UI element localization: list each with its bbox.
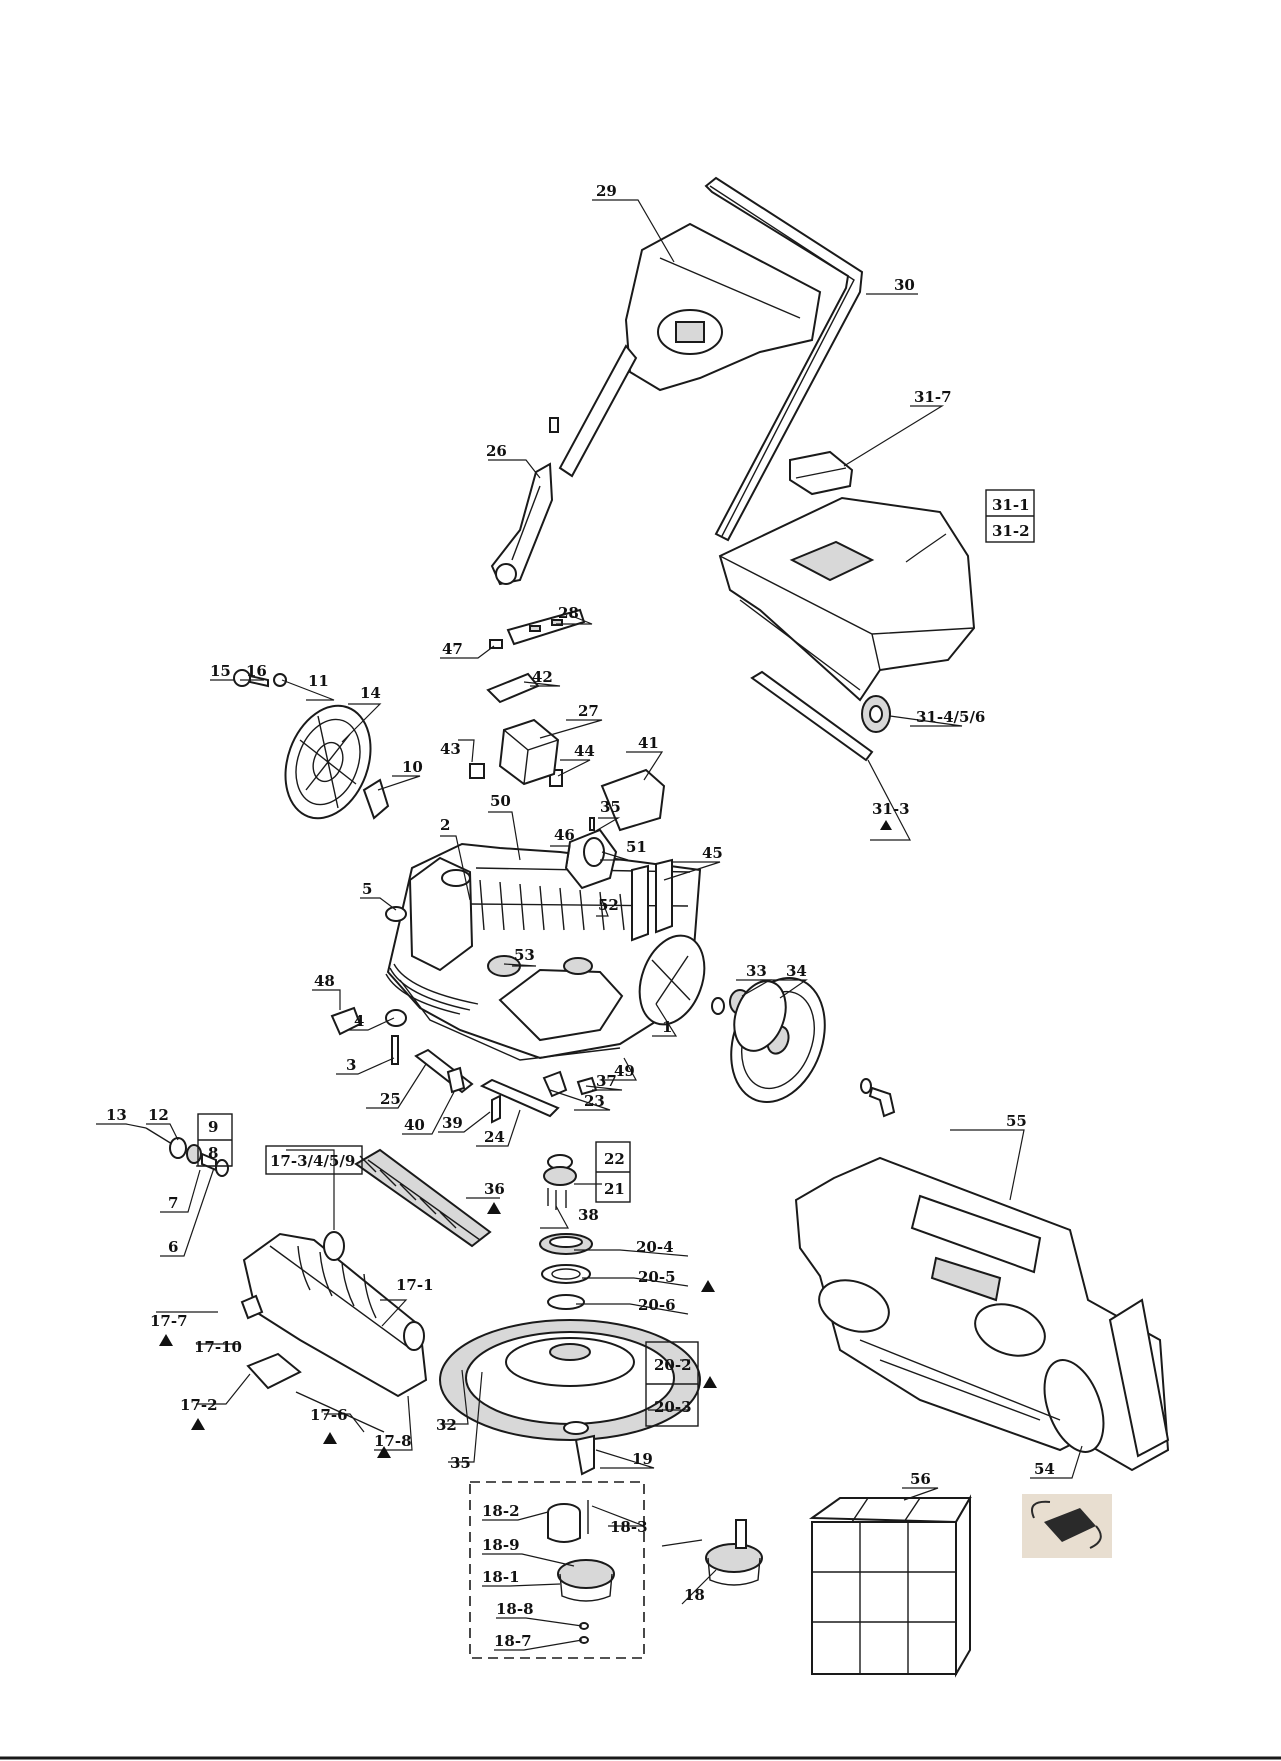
brush-housing-part [242, 1232, 426, 1432]
callout-22: 22 [604, 1150, 625, 1168]
callout-33: 33 [746, 962, 767, 980]
callout-20-3: 20-3 [654, 1398, 692, 1416]
callout-15: 15 [210, 662, 231, 680]
callout-17-7: 17-7 [150, 1312, 188, 1330]
callout-18-7: 18-7 [494, 1632, 532, 1650]
callout-31-2: 31-2 [992, 522, 1030, 540]
callout-24: 24 [484, 1128, 505, 1146]
callout-29: 29 [596, 182, 617, 200]
callout-6: 6 [168, 1238, 178, 1256]
shipping-carton-view [812, 1498, 970, 1674]
callout-1: 1 [662, 1018, 672, 1036]
callout-35-bottom: 35 [450, 1454, 471, 1472]
callout-36: 36 [484, 1180, 505, 1198]
callout-20-4: 20-4 [636, 1238, 674, 1256]
callout-42: 42 [532, 668, 553, 686]
callout-18-8: 18-8 [496, 1600, 534, 1618]
callout-40: 40 [404, 1116, 425, 1134]
charger-photo [1022, 1494, 1112, 1558]
callout-37: 37 [596, 1072, 617, 1090]
callout-4: 4 [354, 1012, 364, 1030]
callout-38: 38 [578, 1206, 599, 1224]
callout-31-3: 31-3 [872, 800, 910, 818]
callout-47: 47 [442, 640, 463, 658]
callout-46: 46 [554, 826, 575, 844]
callout-52: 52 [598, 896, 619, 914]
battery-box-part [500, 720, 558, 784]
callout-3: 3 [346, 1056, 356, 1074]
callout-20-6: 20-6 [638, 1296, 676, 1314]
callout-28: 28 [558, 604, 579, 622]
warning-triangle-icon [191, 1418, 205, 1430]
warning-triangle-icon [159, 1334, 173, 1346]
callout-27: 27 [578, 702, 599, 720]
callout-31-4-5-6: 31-4/5/6 [916, 708, 985, 726]
callout-31-7: 31-7 [914, 388, 952, 406]
callout-17-2: 17-2 [180, 1396, 218, 1414]
callout-50: 50 [490, 792, 511, 810]
callout-10: 10 [402, 758, 423, 776]
callout-7: 7 [168, 1194, 178, 1212]
callout-17-1: 17-1 [396, 1276, 434, 1294]
callout-16: 16 [246, 662, 267, 680]
callout-23: 23 [584, 1092, 605, 1110]
callout-25: 25 [380, 1090, 401, 1108]
callout-17-8: 17-8 [374, 1432, 412, 1450]
callout-18-9: 18-9 [482, 1536, 520, 1554]
link-arm-part [492, 464, 552, 584]
dust-bin-part [720, 498, 974, 700]
callout-26: 26 [486, 442, 507, 460]
callout-17-3-4-5-9: 17-3/4/5/9 [270, 1152, 355, 1170]
callout-18-2: 18-2 [482, 1502, 520, 1520]
callout-18-3: 18-3 [610, 1518, 648, 1536]
callout-35-top: 35 [600, 798, 621, 816]
callout-34: 34 [786, 962, 807, 980]
callout-5: 5 [362, 880, 372, 898]
warning-triangle-icon [701, 1280, 715, 1292]
callout-20-2: 20-2 [654, 1356, 692, 1374]
assembled-machine-view [796, 1158, 1168, 1470]
callout-17-6: 17-6 [310, 1406, 348, 1424]
callout-55: 55 [1006, 1112, 1027, 1130]
callout-14: 14 [360, 684, 381, 702]
callout-17-10: 17-10 [194, 1338, 242, 1356]
callout-18: 18 [684, 1586, 705, 1604]
callout-31-1: 31-1 [992, 496, 1030, 514]
callout-18-1: 18-1 [482, 1568, 520, 1586]
callout-51: 51 [626, 838, 647, 856]
callout-39: 39 [442, 1114, 463, 1132]
callout-12: 12 [148, 1106, 169, 1124]
callout-53: 53 [514, 946, 535, 964]
lever-parts [416, 1050, 596, 1122]
callout-32: 32 [436, 1416, 457, 1434]
warning-triangle-icon [487, 1202, 501, 1214]
seal-rings-part [540, 1234, 592, 1309]
callout-19: 19 [632, 1450, 653, 1468]
side-brush-hub-part [544, 1155, 576, 1210]
callout-2: 2 [440, 816, 450, 834]
right-wheel-part [715, 965, 894, 1116]
callout-41: 41 [638, 734, 659, 752]
bracket-part [790, 452, 852, 494]
warning-triangle-icon [880, 820, 892, 830]
warning-triangle-icon [323, 1432, 337, 1444]
callout-9: 9 [208, 1118, 218, 1136]
callout-8: 8 [208, 1144, 218, 1162]
warning-triangle-icon [703, 1376, 717, 1388]
side-brush-motor-part [364, 780, 388, 818]
bin-wheel-part [862, 696, 890, 732]
callout-30: 30 [894, 276, 915, 294]
callout-43: 43 [440, 740, 461, 758]
callout-44: 44 [574, 742, 595, 760]
callout-54: 54 [1034, 1460, 1055, 1478]
callout-21: 21 [604, 1180, 625, 1198]
callout-13: 13 [106, 1106, 127, 1124]
callout-48: 48 [314, 972, 335, 990]
callout-45: 45 [702, 844, 723, 862]
callout-11: 11 [308, 672, 329, 690]
callout-49: 49 [614, 1062, 635, 1080]
callout-56: 56 [910, 1470, 931, 1488]
callout-20-5: 20-5 [638, 1268, 676, 1286]
